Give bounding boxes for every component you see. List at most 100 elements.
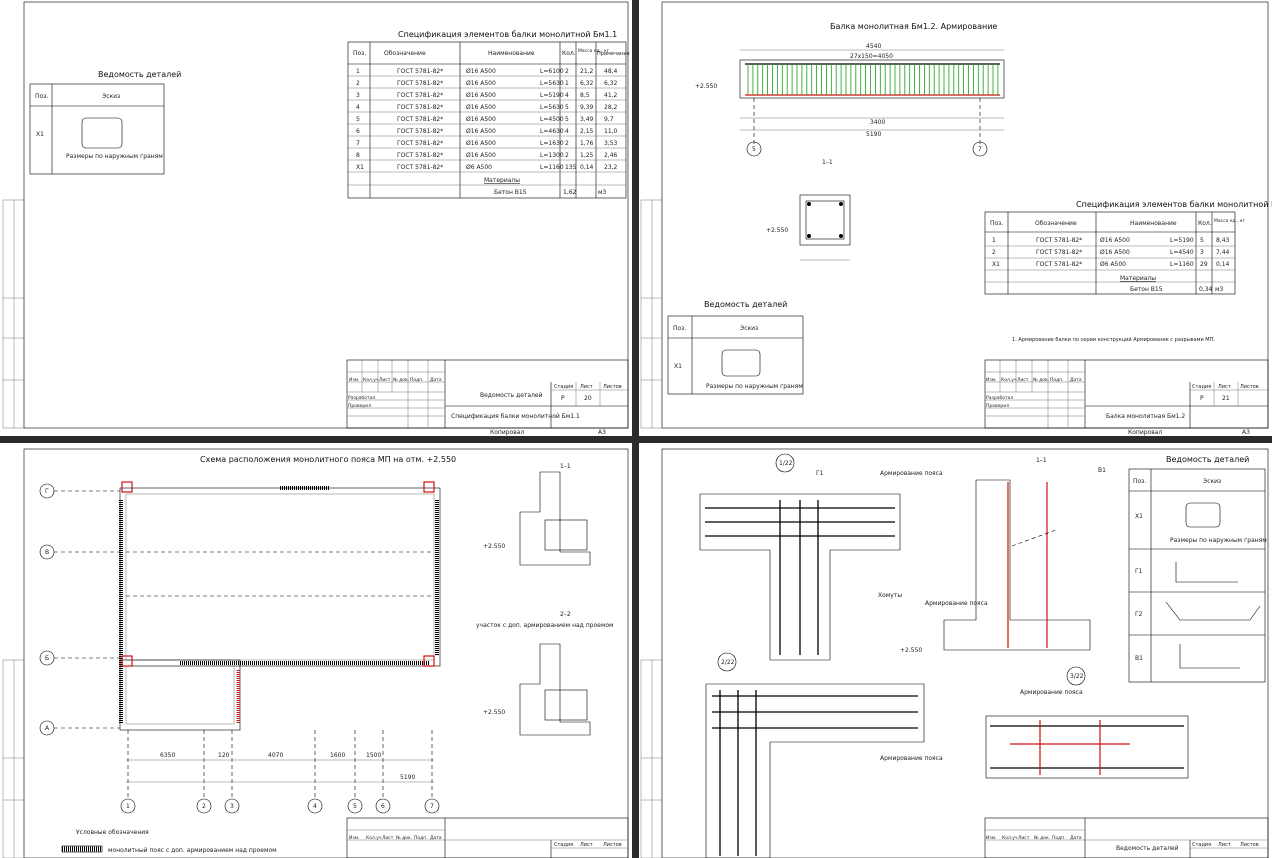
s1-stamp-stage: Р <box>561 395 565 402</box>
s1-spec-cell: ГОСТ 5781-82* <box>397 104 443 111</box>
s2-axis-7: 7 <box>978 146 982 153</box>
s1-ved-note: Размеры по наружным граням <box>66 153 163 160</box>
s1-stamp-role1: Разработал <box>348 395 375 401</box>
dim-label: 4070 <box>268 752 283 759</box>
axis-bubble-1 <box>120 798 136 814</box>
s4-ved-note-0: Размеры по наружным граням <box>1170 537 1267 544</box>
s1-spec-cell: 48,4 <box>604 68 618 75</box>
sheet-2: Балка монолитная Бм1.2. Армирование 4540… <box>640 1 1272 436</box>
axis-label-6: 6 <box>381 803 385 810</box>
s2-stamp-sign: Подп. <box>1050 377 1064 383</box>
s3-stamp-date: Дата <box>430 835 442 841</box>
s2-spec-h-qty: Кол. <box>1198 220 1212 227</box>
dim-label: 6350 <box>160 752 175 759</box>
s4-corner-note: Армирование пояса <box>1020 689 1083 696</box>
s4-label-arm2: Армирование пояса <box>925 600 988 607</box>
s4-stamp-kol: Кол.уч <box>1002 835 1018 841</box>
s3-section2: 2–2 <box>560 611 571 618</box>
s1-spec-cell: ГОСТ 5781-82* <box>397 140 443 147</box>
s1-spec-cell: Ø16 А500 <box>466 68 496 75</box>
s4-stamp-izm: Изм. <box>986 835 997 841</box>
s3-title: Схема расположения монолитного пояса МП … <box>200 455 456 464</box>
s2-spec-cell: L=5190 <box>1170 237 1194 244</box>
s2-stamp-kol: Кол.уч <box>1001 377 1017 383</box>
t-junction-detail <box>699 493 901 661</box>
s1-ved-h-pos: Поз. <box>35 93 48 100</box>
axis-marker-7 <box>972 141 988 157</box>
s1-stamp-list: Лист <box>379 377 391 383</box>
detail-marker-1 <box>775 453 795 473</box>
s1-spec-cell: 5 <box>356 116 360 123</box>
axis-bubble-4 <box>307 798 323 814</box>
s3-legend-title: Условные обозначения <box>76 829 149 836</box>
s2-vedomost-title: Ведомость деталей <box>704 300 787 309</box>
s2-stamp-sheet-title: Балка монолитная Бм1.2 <box>1106 413 1185 420</box>
s4-section-label: 1–1 <box>1036 457 1047 464</box>
s2-spec-h-name: Наименование <box>1130 220 1177 227</box>
axis-label-Б: Б <box>45 655 49 662</box>
s1-spec-cell: Ø16 А500 <box>466 116 496 123</box>
s1-spec-cell: 9,39 <box>580 104 594 111</box>
s1-spec-cell: L=5630 <box>540 104 564 111</box>
s2-spec-cell: 29 <box>1200 261 1208 268</box>
s1-stamp-sheets-h: Листов <box>603 384 622 390</box>
s4-ved-pos-3: В1 <box>1135 655 1143 662</box>
axis-label-4: 4 <box>313 803 317 810</box>
s4-stamp-label: Ведомость деталей <box>1116 845 1179 852</box>
s2-spec-cell: Ø16 А500 <box>1100 249 1130 256</box>
s2-spec-concrete-vol: 0,34 <box>1199 286 1213 293</box>
s4-ved-pos-0: Х1 <box>1135 513 1143 520</box>
axis-label-7: 7 <box>430 803 434 810</box>
s1-spec-h-name: Наименование <box>488 50 535 57</box>
sheet-1: Ведомость деталей Поз. Эскиз Х1 Размеры … <box>2 1 630 436</box>
axis-bubble-3 <box>224 798 240 814</box>
axis-marker-5 <box>746 141 762 157</box>
s1-spec-h-mass: Масса ед., кг <box>578 48 610 54</box>
s1-stamp-date: Дата <box>430 377 442 383</box>
s1-spec-cell: 28,2 <box>604 104 618 111</box>
s1-spec-cell: 2 <box>565 140 569 147</box>
s1-spec-cell: Ø16 А500 <box>466 92 496 99</box>
dim-label: 120 <box>218 752 230 759</box>
s4-stamp-doc: № док. <box>1034 835 1050 841</box>
s1-spec-cell: 8,5 <box>580 92 590 99</box>
s1-stamp-kol: Кол.уч <box>363 377 379 383</box>
s1-stamp-izm: Изм. <box>349 377 360 383</box>
s1-spec-cell: 4 <box>356 104 360 111</box>
s2-ved-h-sketch: Эскиз <box>740 325 758 332</box>
s4-label-arm3: Армирование пояса <box>880 755 943 762</box>
s4-stamp-sign: Подп. <box>1052 835 1066 841</box>
s2-spec-h-designation: Обозначение <box>1035 220 1077 227</box>
s2-ved-note: Размеры по наружным граням <box>706 383 803 390</box>
s2-spec-concrete: Бетон В15 <box>1130 286 1163 293</box>
s2-dim-5: 3400 <box>870 119 885 126</box>
s1-spec-cell: Ø16 А500 <box>466 104 496 111</box>
s1-spec-cell: L=4500 <box>540 116 564 123</box>
s1-spec-cell: Ø16 А500 <box>466 152 496 159</box>
s1-spec-cell: Ø16 А500 <box>466 80 496 87</box>
s1-spec-cell: 41,2 <box>604 92 618 99</box>
s3-level2: +2.550 <box>483 709 505 716</box>
s2-spec-cell: 5 <box>1200 237 1204 244</box>
s1-spec-cell: 5 <box>565 104 569 111</box>
s1-stamp-sheet-title: Спецификация балки монолитной Бм1.1 <box>451 413 580 420</box>
s3-section1-drawing <box>519 471 591 566</box>
s1-spec-h-pos: Поз. <box>353 50 366 57</box>
s2-dim-1: 27х150=4050 <box>850 53 893 60</box>
s2-note: 1. Армирование балки по серии конструкци… <box>1012 336 1215 343</box>
s1-spec-concrete-unit: м3 <box>598 189 607 196</box>
s1-spec-cell: 8 <box>356 152 360 159</box>
s1-footer-copy: Копировал <box>490 429 524 436</box>
s4-stamp-sheet-h: Лист <box>1218 842 1231 848</box>
s3-stamp-list: Лист <box>382 835 394 841</box>
s2-section-level: +2.550 <box>766 227 788 234</box>
dim-label: 1500 <box>366 752 381 759</box>
s3-stamp-sheet-h: Лист <box>580 842 593 848</box>
s1-spec-cell: 2 <box>565 152 569 159</box>
s1-spec-cell: 2,46 <box>604 152 618 159</box>
